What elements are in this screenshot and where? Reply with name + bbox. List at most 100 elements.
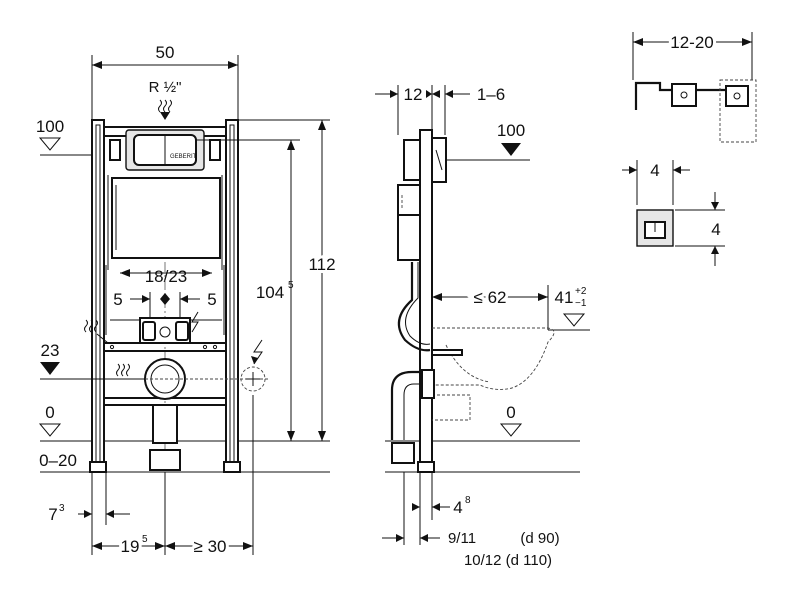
bracket-range-arrow-right	[742, 38, 752, 46]
gap-18-23-arrow-right	[202, 269, 212, 277]
bracket-plate	[671, 83, 697, 107]
ref-23-marker	[40, 362, 60, 375]
height-inner-arrow-bottom	[287, 431, 295, 441]
offset-30-arrow-left	[165, 542, 175, 550]
connection-label: R ½"	[149, 79, 182, 96]
bracket-range-arrow-left	[633, 38, 643, 46]
electric-icon-front	[191, 311, 199, 333]
offset-19-sup: 5	[142, 534, 148, 545]
offset-30-label: ≥ 30	[194, 537, 227, 556]
square-height-label: 4	[711, 220, 720, 239]
side-ref-0-marker	[499, 423, 523, 437]
square-width-label: 4	[650, 161, 659, 180]
ref-100-marker	[38, 137, 62, 151]
bracket-wall	[719, 79, 757, 143]
gap-18-23-label: 18/23	[145, 267, 188, 286]
foot-right	[223, 461, 241, 473]
bolt-left	[142, 321, 156, 341]
square-height-arrow-bottom	[711, 246, 719, 254]
brand-label: GEBERIT	[170, 154, 197, 160]
reach-62-arrow-left	[432, 293, 442, 301]
bolt-center	[159, 326, 171, 338]
rivet-1	[109, 344, 115, 350]
offset-7-label: 7	[48, 505, 57, 524]
square-height-arrow-top	[711, 202, 719, 210]
gap-right-5-label: 5	[207, 290, 216, 309]
height-inner-arrow-top	[287, 140, 295, 150]
water-supply-icon	[158, 99, 172, 113]
front-view: 50 R ½" GEBERIT 18/23	[36, 43, 339, 559]
square-width-arrow-left	[629, 166, 637, 174]
gap-left-5-label: 5	[113, 290, 122, 309]
side-top-box	[403, 139, 421, 181]
offset-4-sup: 8	[465, 495, 471, 506]
wc-bowl-lower	[432, 394, 471, 421]
flush-side-right	[209, 139, 221, 161]
ref-23-label: 23	[41, 341, 60, 360]
electric-box	[240, 366, 266, 392]
offset-19-arrow-left	[92, 542, 102, 550]
width-label: 50	[156, 43, 175, 62]
frame-left-upright	[91, 119, 105, 473]
offset-4-label: 4	[453, 498, 462, 517]
gap-18-23-arrow-left	[120, 269, 130, 277]
water-leader-front	[96, 333, 109, 344]
offset-30-arrow-right	[243, 542, 253, 550]
offset-19-label: 19	[121, 537, 140, 556]
reach-62-label: ≤ 62	[474, 288, 507, 307]
side-ref-0-label: 0	[506, 403, 515, 422]
pipe-d110-label: 10/12 (d 110)	[464, 552, 552, 569]
water-icon-23	[116, 363, 130, 377]
bolt-right	[175, 321, 189, 341]
bracket-hole-1	[680, 91, 688, 99]
pipe-d90-arrow-left	[396, 534, 404, 542]
pipe-d90-label: 9/11	[448, 530, 476, 547]
drain-stub	[149, 449, 181, 471]
offset-19-arrow-right	[155, 542, 165, 550]
side-ref-100-label: 100	[497, 121, 525, 140]
rivet-3	[212, 344, 218, 350]
water-supply-arrow	[160, 112, 170, 120]
side-frame-upright	[419, 129, 433, 473]
flush-side-left	[109, 139, 121, 161]
depth-1-6-label: 1–6	[477, 85, 505, 104]
side-drain-stub	[391, 442, 415, 464]
height-inner-sup: 5	[288, 280, 294, 291]
bracket-hole-2	[733, 92, 741, 100]
side-foot	[417, 461, 435, 473]
offset-7-arrow-left	[84, 510, 92, 518]
side-drain-collar	[421, 369, 435, 399]
gap-5-arrow-left	[142, 295, 150, 303]
bracket-end	[725, 85, 749, 107]
reach-62-arrow-right	[538, 293, 548, 301]
side-plate-detail	[435, 149, 443, 171]
ref-100-label: 100	[36, 117, 64, 136]
depth-12-arrow-right	[432, 90, 440, 98]
square-width-arrow-right	[673, 166, 681, 174]
height-41-sup-bottom: −1	[575, 298, 587, 309]
electric-icon-right-arrow	[251, 356, 258, 364]
offset-7-arrow-right	[106, 510, 114, 518]
gap-5-arrow-right	[180, 295, 188, 303]
foot-left	[89, 461, 107, 473]
offset-4-arrow-left	[412, 503, 420, 511]
side-flush-pipe-inner	[405, 262, 431, 345]
offset-7-sup: 3	[59, 503, 65, 514]
pipe-d90-note: (d 90)	[520, 530, 559, 547]
height-inner-label: 104	[256, 283, 284, 302]
height-41-sup-top: +2	[575, 286, 587, 297]
depth-12-arrow	[390, 90, 398, 98]
ref-0-marker	[38, 423, 62, 437]
width-arrow-left	[92, 61, 102, 69]
height-arrow-bottom	[318, 431, 326, 441]
depth-1-6-arrow-left	[426, 90, 432, 98]
drain-pipe	[152, 404, 178, 444]
frame-right-upright	[225, 119, 239, 473]
ref-0-label: 0	[45, 403, 54, 422]
side-drain-elbow-outer	[390, 370, 432, 440]
pipe-d90-arrow-right	[420, 534, 428, 542]
width-arrow-right	[228, 61, 238, 69]
cistern	[111, 177, 221, 259]
height-41-label: 41	[555, 288, 574, 307]
